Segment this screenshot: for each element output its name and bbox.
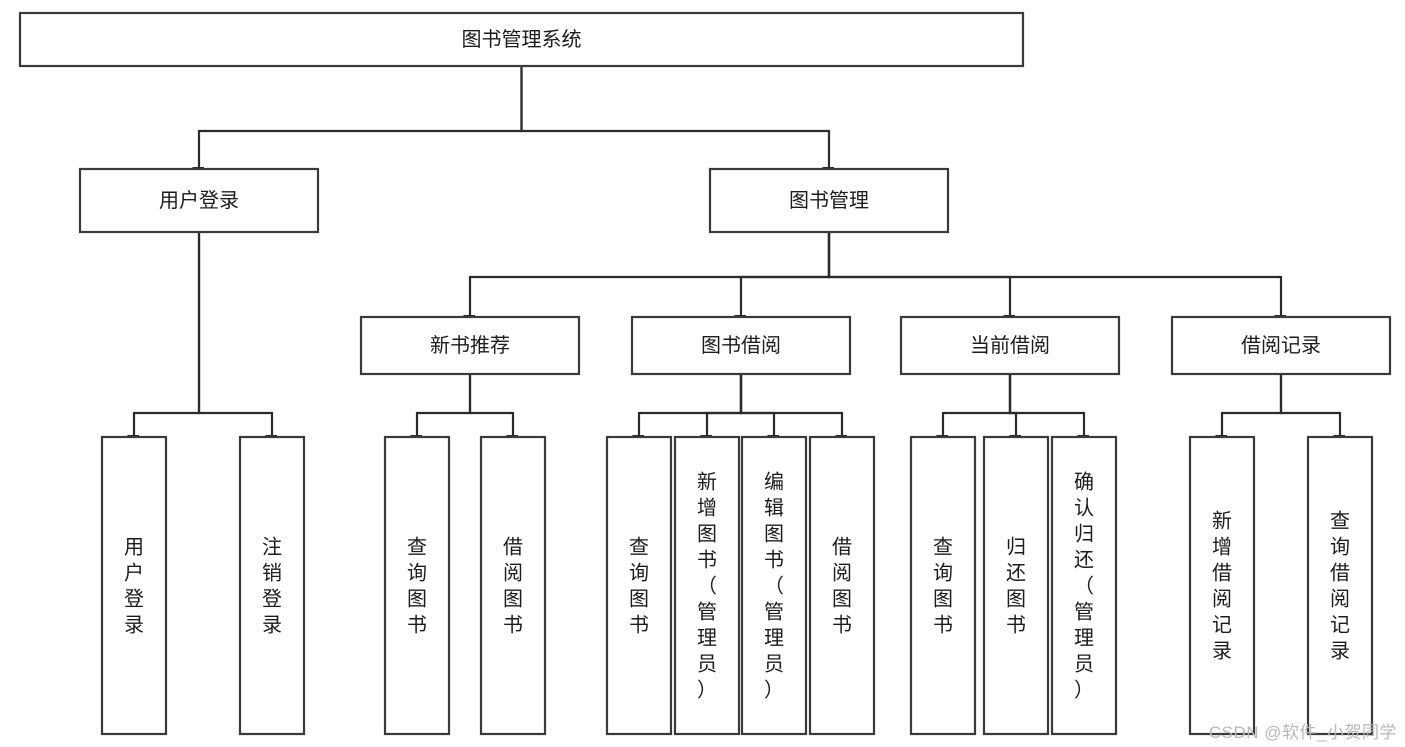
node-level1-图书管理[interactable]: 图书管理 (708, 167, 950, 234)
node-level2-借阅记录-label: 借阅记录 (1241, 334, 1321, 357)
edge-图书借阅-to-leaf-7 (739, 374, 842, 436)
edge-借阅记录-to-leaf-12 (1279, 374, 1340, 436)
node-level2-当前借阅-label: 当前借阅 (970, 334, 1050, 357)
node-leaf-查询图书-4-rect[interactable] (605, 435, 673, 736)
edge-用户登录-to-leaf-0 (134, 232, 201, 436)
node-leaf-注销登录-1-rect[interactable] (238, 435, 306, 736)
edge-tushuguanli-to-新书推荐 (470, 232, 831, 316)
edge-图书借阅-to-leaf-5 (707, 374, 743, 436)
edge-图书借阅-to-leaf-6 (739, 374, 774, 436)
csdn-watermark: CSDN @软件_小贺同学 (1208, 723, 1397, 742)
edge-用户登录-to-leaf-1 (197, 232, 272, 436)
node-leaf-查询图书-4-label: 查询图书 (629, 536, 649, 637)
edge-新书推荐-to-leaf-2 (417, 374, 472, 436)
node-level2-新书推荐-rect[interactable] (359, 315, 581, 376)
node-leaf-新增借阅记录-11-label: 新增借阅记录 (1212, 510, 1232, 663)
node-level2-借阅记录-rect[interactable] (1170, 315, 1392, 376)
node-leaf-新增图书管理员-5-label: 新增图书（管理员） (697, 471, 717, 702)
node-leaf-编辑图书管理员-6-label: 编辑图书（管理员） (764, 471, 784, 702)
node-leaf-查询借阅记录-12-rect[interactable] (1306, 435, 1374, 736)
edge-图书借阅-to-leaf-4 (639, 374, 743, 436)
node-level1-用户登录-label: 用户登录 (159, 189, 239, 212)
node-leaf-借阅图书-7-label: 借阅图书 (832, 536, 852, 637)
node-leaf-借阅图书-3[interactable]: 借阅图书 (479, 435, 547, 736)
node-level1-图书管理-rect[interactable] (708, 167, 950, 234)
node-leaf-用户登录-0[interactable]: 用户登录 (100, 435, 168, 736)
node-leaf-查询图书-8-label: 查询图书 (933, 536, 953, 637)
node-leaf-编辑图书管理员-6-rect[interactable] (740, 435, 808, 736)
node-leaf-注销登录-1-label: 注销登录 (262, 536, 282, 637)
node-level2-图书借阅-rect[interactable] (630, 315, 852, 376)
node-level1-用户登录[interactable]: 用户登录 (78, 167, 320, 234)
edges-layer (134, 66, 1340, 436)
node-leaf-查询图书-4[interactable]: 查询图书 (605, 435, 673, 736)
node-level1-用户登录-rect[interactable] (78, 167, 320, 234)
node-leaf-查询图书-2[interactable]: 查询图书 (383, 435, 451, 736)
node-leaf-查询图书-2-rect[interactable] (383, 435, 451, 736)
node-leaf-新增图书管理员-5-rect[interactable] (673, 435, 741, 736)
node-leaf-确认归还管理员-10[interactable]: 确认归还（管理员） (1050, 435, 1118, 736)
edge-当前借阅-to-leaf-10 (1008, 374, 1084, 436)
edge-root-to-用户登录 (199, 66, 523, 168)
node-level2-新书推荐-label: 新书推荐 (430, 334, 510, 357)
node-leaf-用户登录-0-rect[interactable] (100, 435, 168, 736)
node-leaf-归还图书-9-rect[interactable] (982, 435, 1050, 736)
node-leaf-用户登录-0-label: 用户登录 (124, 537, 144, 637)
node-root-rect[interactable] (18, 11, 1025, 68)
node-root[interactable]: 图书管理系统 (18, 11, 1025, 68)
node-leaf-借阅图书-3-label: 借阅图书 (503, 536, 523, 637)
edge-tushuguanli-to-图书借阅 (741, 232, 831, 316)
node-leaf-查询借阅记录-12-label: 查询借阅记录 (1330, 510, 1350, 663)
nodes-layer: 图书管理系统用户登录图书管理新书推荐图书借阅当前借阅借阅记录用户登录注销登录查询… (18, 11, 1392, 736)
node-leaf-归还图书-9[interactable]: 归还图书 (982, 435, 1050, 736)
edge-借阅记录-to-leaf-11 (1222, 374, 1283, 436)
edge-新书推荐-to-leaf-3 (468, 374, 513, 436)
node-leaf-查询借阅记录-12[interactable]: 查询借阅记录 (1306, 435, 1374, 736)
node-leaf-注销登录-1[interactable]: 注销登录 (238, 435, 306, 736)
node-level2-当前借阅[interactable]: 当前借阅 (899, 315, 1121, 376)
node-leaf-查询图书-8-rect[interactable] (909, 435, 977, 736)
node-leaf-借阅图书-7[interactable]: 借阅图书 (808, 435, 876, 736)
node-level2-图书借阅[interactable]: 图书借阅 (630, 315, 852, 376)
node-leaf-确认归还管理员-10-rect[interactable] (1050, 435, 1118, 736)
node-level2-当前借阅-rect[interactable] (899, 315, 1121, 376)
node-leaf-查询图书-8[interactable]: 查询图书 (909, 435, 977, 736)
node-leaf-新增图书管理员-5[interactable]: 新增图书（管理员） (673, 435, 741, 736)
node-leaf-查询图书-2-label: 查询图书 (407, 536, 427, 637)
node-level2-借阅记录[interactable]: 借阅记录 (1170, 315, 1392, 376)
node-leaf-新增借阅记录-11-rect[interactable] (1188, 435, 1256, 736)
node-leaf-借阅图书-7-rect[interactable] (808, 435, 876, 736)
node-leaf-借阅图书-3-rect[interactable] (479, 435, 547, 736)
node-leaf-编辑图书管理员-6[interactable]: 编辑图书（管理员） (740, 435, 808, 736)
edge-tushuguanli-to-借阅记录 (827, 232, 1281, 316)
node-leaf-新增借阅记录-11[interactable]: 新增借阅记录 (1188, 435, 1256, 736)
node-level2-图书借阅-label: 图书借阅 (701, 334, 781, 357)
node-level2-新书推荐[interactable]: 新书推荐 (359, 315, 581, 376)
edge-当前借阅-to-leaf-8 (943, 374, 1012, 436)
node-level1-图书管理-label: 图书管理 (789, 189, 869, 212)
node-leaf-确认归还管理员-10-label: 确认归还（管理员） (1074, 471, 1094, 702)
edge-tushuguanli-to-当前借阅 (827, 232, 1010, 316)
node-leaf-归还图书-9-label: 归还图书 (1006, 536, 1026, 637)
node-root-label: 图书管理系统 (462, 28, 582, 51)
edge-root-to-图书管理 (520, 66, 830, 168)
